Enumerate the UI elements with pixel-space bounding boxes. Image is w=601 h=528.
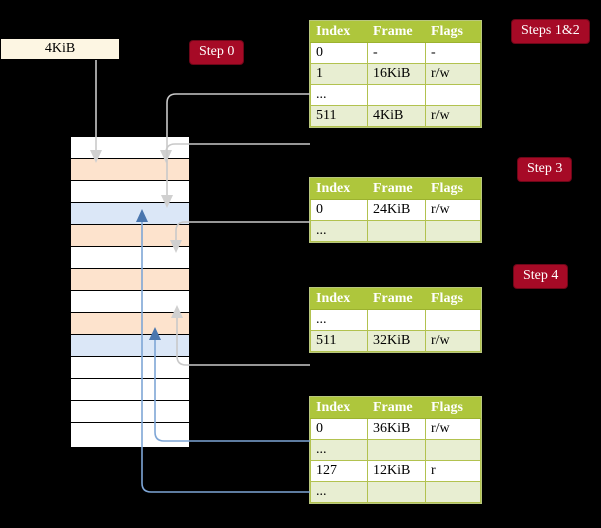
column-header-flags: Flags — [425, 288, 481, 310]
column-header-index: Index — [310, 21, 368, 43]
source-frame-box: 4KiB — [0, 38, 120, 60]
table-cell — [425, 309, 481, 331]
table-cell: r/w — [425, 418, 481, 440]
table-cell: - — [425, 42, 481, 64]
column-header-frame: Frame — [367, 397, 426, 419]
column-header-index: Index — [310, 288, 368, 310]
table-cell: 0 — [310, 42, 368, 64]
table-cell: - — [367, 42, 426, 64]
table-row: 0-- — [310, 42, 481, 64]
table-cell: ... — [310, 439, 368, 461]
badge-step-3: Step 3 — [518, 158, 572, 182]
column-header-flags: Flags — [425, 21, 481, 43]
table-cell — [425, 439, 481, 461]
table-cell: ... — [310, 481, 368, 503]
memory-column — [70, 136, 190, 447]
memory-frame-row — [71, 246, 189, 268]
table-cell: 24KiB — [367, 199, 426, 221]
table-cell — [367, 309, 426, 331]
column-header-flags: Flags — [425, 178, 481, 200]
wire-table2-to-memory — [175, 221, 310, 240]
table-cell: 127 — [310, 460, 368, 482]
table-cell — [367, 84, 426, 106]
table-cell: ... — [310, 309, 368, 331]
table-cell: 36KiB — [367, 418, 426, 440]
badge-step-0: Step 0 — [190, 41, 244, 65]
memory-frame-row — [71, 180, 189, 202]
table-cell: r/w — [425, 330, 481, 352]
column-header-frame: Frame — [367, 21, 426, 43]
column-header-frame: Frame — [367, 288, 426, 310]
table-cell: r/w — [425, 63, 481, 85]
table-row: ... — [310, 481, 481, 503]
memory-frame-row — [71, 312, 189, 334]
table-row: ... — [310, 220, 481, 242]
table-cell: r/w — [425, 105, 481, 127]
table-cell — [425, 481, 481, 503]
column-header-index: Index — [310, 178, 368, 200]
table-cell: 12KiB — [367, 460, 426, 482]
table-cell: 0 — [310, 418, 368, 440]
memory-frame-row — [71, 158, 189, 180]
table-cell: 511 — [310, 330, 368, 352]
table-cell: 16KiB — [367, 63, 426, 85]
table-cell: 4KiB — [367, 105, 426, 127]
column-header-flags: Flags — [425, 397, 481, 419]
memory-frame-row — [71, 422, 189, 447]
column-header-frame: Frame — [367, 178, 426, 200]
memory-frame-row — [71, 268, 189, 290]
table-cell: 0 — [310, 199, 368, 221]
memory-frame-row — [71, 356, 189, 378]
table-cell: 511 — [310, 105, 368, 127]
memory-frame-row — [71, 224, 189, 246]
table-row: ... — [310, 309, 481, 331]
table-cell: r/w — [425, 199, 481, 221]
table-cell: ... — [310, 220, 368, 242]
table-row: ... — [310, 439, 481, 461]
source-frame-label: 4KiB — [44, 41, 76, 56]
table-cell: r — [425, 460, 481, 482]
wire-table3-to-memory — [176, 318, 310, 366]
badge-steps-1-and-2: Steps 1&2 — [512, 20, 589, 44]
table-cell: 32KiB — [367, 330, 426, 352]
badge-step-4: Step 4 — [514, 265, 568, 289]
table-cell: ... — [310, 84, 368, 106]
memory-frame-row — [71, 202, 189, 224]
memory-frame-row — [71, 400, 189, 422]
table-cell — [425, 84, 481, 106]
memory-frame-row — [71, 290, 189, 312]
column-header-index: Index — [310, 397, 368, 419]
memory-frame-row — [71, 378, 189, 400]
table-cell — [425, 220, 481, 242]
table-row: ... — [310, 84, 481, 106]
memory-frame-row — [71, 334, 189, 356]
table-cell: 1 — [310, 63, 368, 85]
memory-frame-row — [71, 136, 189, 158]
table-cell — [367, 439, 426, 461]
table-cell — [367, 481, 426, 503]
table-cell — [367, 220, 426, 242]
